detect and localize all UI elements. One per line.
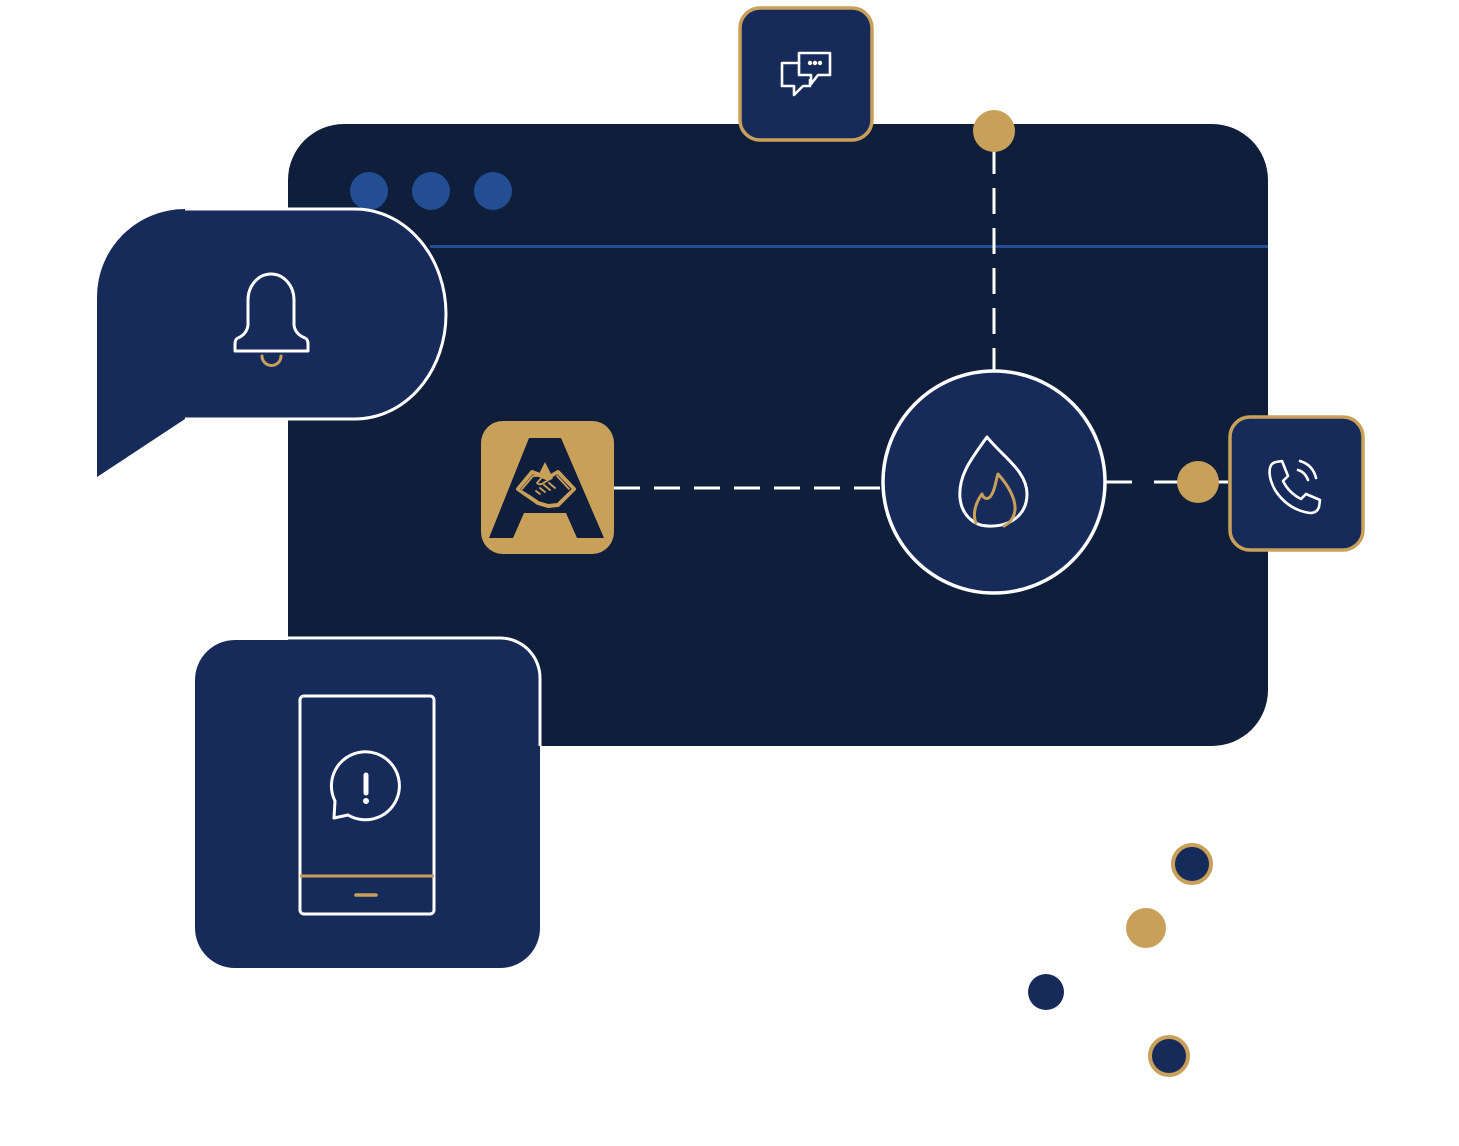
mobile-alert-icon [298,694,436,916]
decor-dot-3 [1028,974,1064,1010]
mobile-alert-tile-outline [235,636,542,746]
mobile-alert-tile [195,636,542,968]
mobile-alert-tile-box [195,640,540,968]
window-dot-1 [350,172,388,210]
window-dot-3 [474,172,512,210]
connectors [614,110,1232,503]
chat-bubbles-icon [780,51,832,97]
notification-bubble-shape [97,209,446,477]
handshake-a-logo-icon [489,438,604,538]
phone-ringing-icon [1268,459,1322,515]
decorative-dots [1028,843,1213,1077]
decor-dot-2 [1126,908,1166,948]
brand-logo-tile [481,421,614,554]
notification-bubble [97,207,448,477]
bell-icon [233,272,310,367]
flame-icon [958,435,1029,528]
connector-node-top [973,110,1015,152]
decor-dot-4 [1148,1035,1190,1077]
connector-node-right [1177,461,1219,503]
flame-node-circle [881,369,1107,595]
notification-bubble-outline [185,207,448,421]
decor-dot-1 [1171,843,1213,885]
flame-node [881,369,1107,595]
phone-tile-box [1228,415,1365,552]
window-dot-2 [412,172,450,210]
chat-tile [738,6,874,142]
phone-tile [1228,415,1365,552]
